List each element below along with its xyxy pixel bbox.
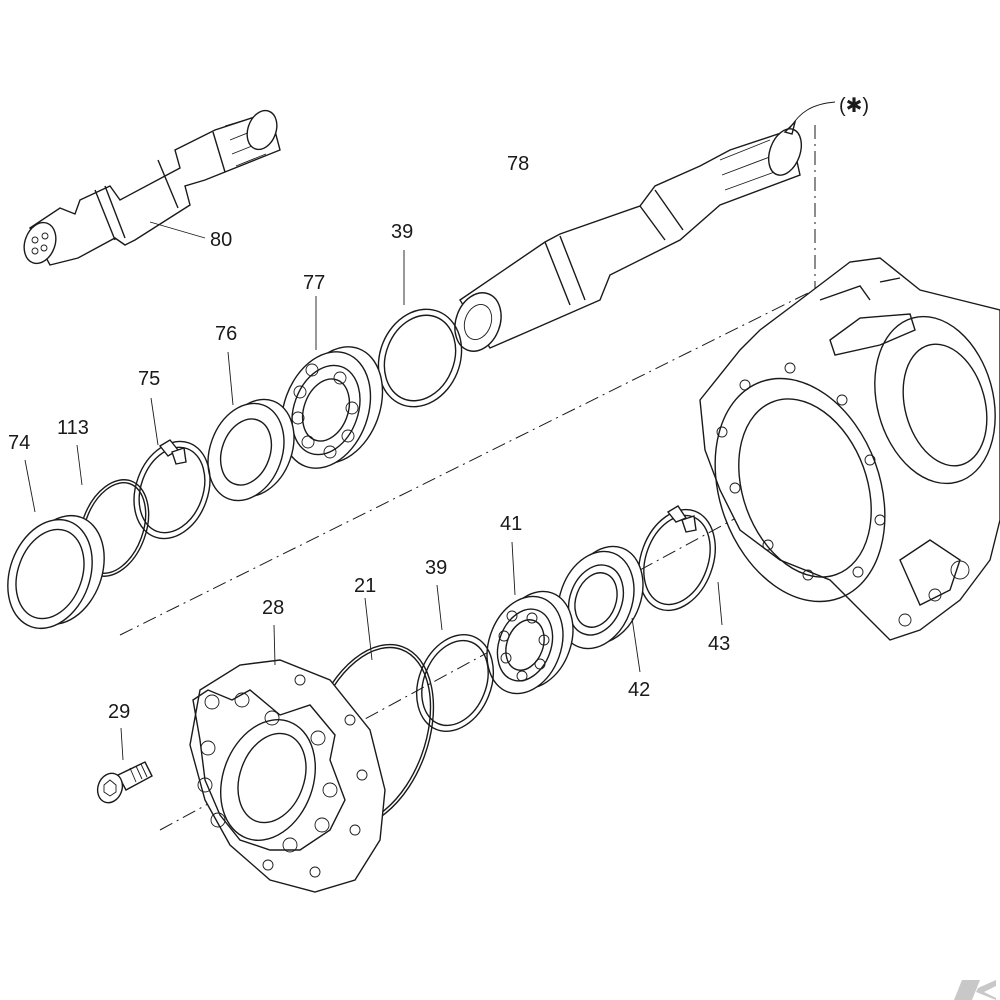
label-21: 21 xyxy=(354,575,376,597)
circlip-75 xyxy=(133,439,211,540)
bearing-77 xyxy=(280,346,384,469)
leader-21 xyxy=(364,597,373,661)
label-note-mark: (✱) xyxy=(839,95,869,117)
brand-watermark-logo xyxy=(954,980,996,1000)
leader-80 xyxy=(149,221,206,239)
label-113: 113 xyxy=(57,417,89,439)
leader-113 xyxy=(76,444,83,486)
flange-28 xyxy=(189,659,386,893)
label-78: 78 xyxy=(507,153,529,175)
label-76: 76 xyxy=(215,323,237,345)
label-43: 43 xyxy=(708,633,730,655)
label-41: 41 xyxy=(500,513,522,535)
leader-28 xyxy=(273,624,276,666)
leader-74 xyxy=(24,459,36,513)
label-80: 80 xyxy=(210,229,232,251)
leader-75 xyxy=(150,397,159,446)
bearing-41 xyxy=(486,590,574,695)
leader-43 xyxy=(717,581,723,626)
shaft-80 xyxy=(23,109,281,266)
leader-29 xyxy=(120,727,124,761)
seal-42 xyxy=(557,545,644,650)
label-29: 29 xyxy=(108,701,130,723)
circlip-43 xyxy=(638,505,716,612)
note-arrow xyxy=(789,101,836,129)
ring-39-upper xyxy=(377,308,463,408)
gearbox-housing xyxy=(699,257,1000,641)
ring-74 xyxy=(7,514,105,630)
note-arrowhead xyxy=(783,119,797,135)
seal-76 xyxy=(207,398,295,502)
leader-76 xyxy=(227,351,234,406)
label-42: 42 xyxy=(628,679,650,701)
label-39-lower: 39 xyxy=(425,557,447,579)
leader-42 xyxy=(631,617,641,673)
label-74: 74 xyxy=(8,432,30,454)
screw-29 xyxy=(96,761,153,804)
label-75: 75 xyxy=(138,368,160,390)
leader-39-lower xyxy=(436,584,443,631)
label-28: 28 xyxy=(262,597,284,619)
shaft-78 xyxy=(454,128,803,352)
label-77: 77 xyxy=(303,272,325,294)
leader-41 xyxy=(511,541,516,596)
label-39-upper: 39 xyxy=(391,221,413,243)
